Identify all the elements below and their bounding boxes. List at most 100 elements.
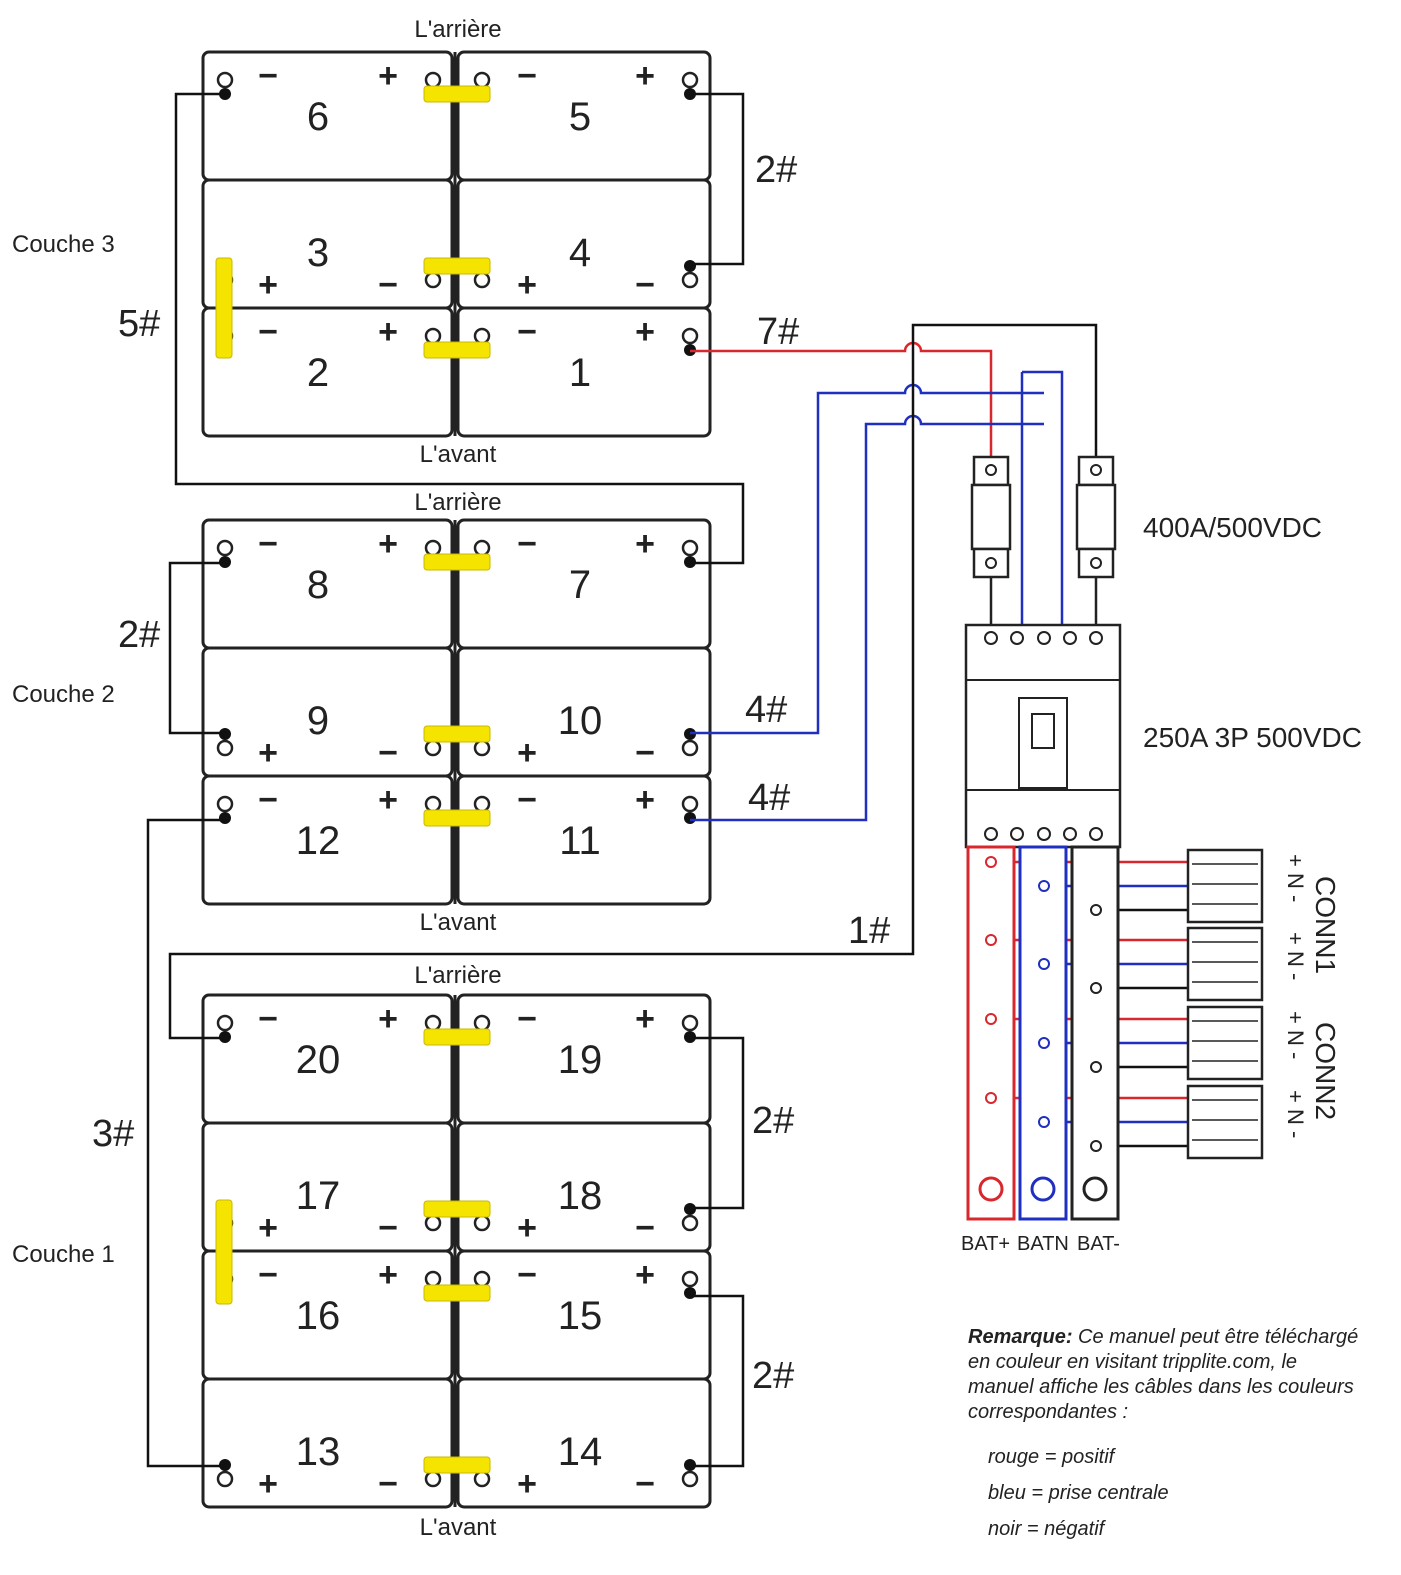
bus-tap — [1090, 1140, 1102, 1152]
busbar-hole — [978, 1176, 1004, 1202]
terminal — [216, 795, 234, 813]
minus-sign: − — [517, 1000, 537, 1038]
bus-tap — [985, 934, 997, 946]
plus-sign: + — [635, 1256, 655, 1294]
plus-sign: + — [635, 313, 655, 351]
battery-number: 4 — [569, 231, 591, 275]
bus-tap — [985, 856, 997, 868]
minus-sign: − — [258, 781, 278, 819]
layer3-front-label: L'avant — [420, 441, 497, 468]
terminal — [681, 1214, 699, 1232]
battery-number: 14 — [558, 1430, 603, 1474]
bus-tap — [1038, 1037, 1050, 1049]
layer2-back-label: L'arrière — [414, 489, 501, 516]
breaker-rating: 250A 3P 500VDC — [1143, 722, 1362, 753]
minus-sign: − — [258, 1256, 278, 1294]
terminal — [216, 1014, 234, 1032]
cable-label-1: 1# — [848, 910, 890, 952]
wire-3 — [146, 818, 225, 1468]
battery-number: 10 — [558, 699, 603, 743]
battery-case — [201, 1377, 454, 1509]
terminal — [473, 1270, 491, 1288]
connector-block — [1186, 1084, 1264, 1160]
vertical-link — [215, 257, 233, 359]
terminal — [424, 795, 442, 813]
terminal — [424, 1214, 442, 1232]
cable-label-4a: 4# — [745, 689, 787, 731]
breaker-terminal — [1037, 827, 1051, 841]
battery-number: 15 — [558, 1294, 603, 1338]
cable-label-2-layer1a: 2# — [752, 1100, 794, 1142]
breaker-terminal — [1010, 631, 1024, 645]
connector-block — [1186, 1005, 1264, 1081]
equipment: + N -+ N -+ N -+ N - — [964, 455, 1308, 1221]
labels: L'arrière L'avant L'arrière L'avant L'ar… — [12, 16, 1362, 1541]
layer2-label: Couche 2 — [12, 681, 115, 708]
battery-number: 7 — [569, 563, 591, 607]
terminal — [473, 1470, 491, 1488]
terminal — [216, 739, 234, 757]
busbar-link — [423, 809, 491, 827]
battery-number: 11 — [559, 819, 601, 863]
bus-tap — [1038, 1116, 1050, 1128]
minus-sign: − — [378, 1209, 398, 1247]
plus-sign: + — [517, 734, 537, 772]
minus-sign: − — [635, 266, 655, 304]
minus-sign: − — [517, 313, 537, 351]
connector-pin-labels: + N - — [1283, 932, 1308, 980]
plus-sign: + — [258, 1209, 278, 1247]
plus-sign: + — [258, 734, 278, 772]
note-text: Ce manuel peut être téléchargé en couleu… — [968, 1326, 1359, 1423]
breaker-terminal — [984, 827, 998, 841]
wire-7 — [690, 341, 993, 470]
busbar-positive — [966, 845, 1016, 1221]
breaker — [964, 623, 1122, 849]
breaker-handle — [1031, 713, 1055, 749]
battery-number: 17 — [296, 1174, 341, 1218]
plus-sign: + — [378, 1000, 398, 1038]
terminal — [473, 739, 491, 757]
layer3-label: Couche 3 — [12, 231, 115, 258]
note-title: Remarque: — [968, 1326, 1073, 1348]
minus-sign: − — [517, 525, 537, 563]
busbar-link — [423, 725, 491, 743]
wire-blue-bar — [1022, 370, 1064, 645]
breaker-terminal — [1063, 631, 1077, 645]
fuse-bolt — [985, 464, 997, 476]
plus-sign: + — [378, 313, 398, 351]
busbar-pos-label: BAT+ — [961, 1233, 1010, 1255]
battery-number: 18 — [558, 1174, 603, 1218]
terminal-post — [684, 812, 696, 824]
busbar-hole — [1082, 1176, 1108, 1202]
plus-sign: + — [517, 1209, 537, 1247]
layer1-label: Couche 1 — [12, 1241, 115, 1268]
color-note: Remarque: Ce manuel peut être téléchargé… — [968, 1325, 1368, 1547]
cable-label-5: 5# — [118, 303, 160, 345]
battery-number: 12 — [296, 819, 341, 863]
plus-sign: + — [517, 266, 537, 304]
breaker-terminal — [1089, 827, 1103, 841]
fuse-bolt — [1090, 557, 1102, 569]
wire-2-top — [690, 92, 745, 266]
wire-4b — [690, 414, 1044, 822]
minus-sign: − — [517, 781, 537, 819]
battery-number: 5 — [569, 95, 591, 139]
busbar-link — [423, 341, 491, 359]
connectors: + N -+ N -+ N -+ N - — [985, 848, 1308, 1160]
minus-sign: − — [517, 57, 537, 95]
minus-sign: − — [258, 1000, 278, 1038]
vertical-link — [215, 1199, 233, 1305]
terminal — [681, 539, 699, 557]
battery-number: 6 — [307, 95, 329, 139]
terminal — [681, 327, 699, 345]
conn1-label: CONN1 — [1310, 876, 1341, 974]
terminal — [681, 1014, 699, 1032]
terminal — [424, 1270, 442, 1288]
terminal — [216, 1470, 234, 1488]
busbar-link — [423, 1456, 491, 1474]
